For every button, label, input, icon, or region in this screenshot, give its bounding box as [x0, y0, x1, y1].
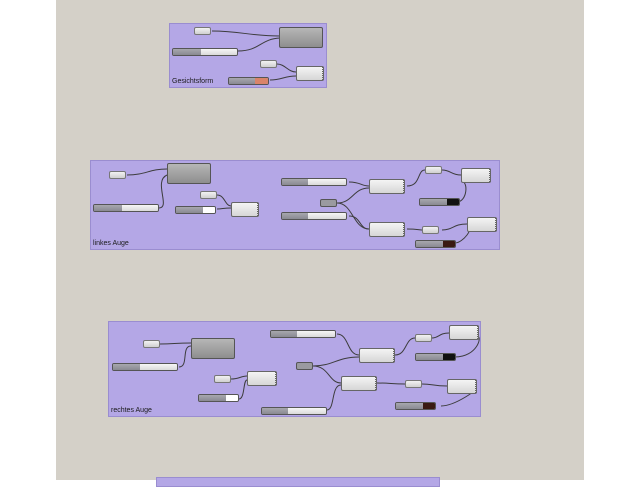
- param-node[interactable]: [109, 171, 126, 179]
- group-label: rechtes Auge: [111, 407, 152, 414]
- color-slider[interactable]: [415, 353, 456, 361]
- group-linkes-auge[interactable]: linkes Auge: [90, 160, 500, 250]
- relay-node[interactable]: [320, 199, 337, 207]
- color-swatch: [443, 354, 455, 360]
- color-swatch: [255, 78, 268, 84]
- color-slider[interactable]: [228, 77, 269, 85]
- component-node[interactable]: [279, 27, 323, 48]
- color-swatch: [447, 199, 459, 205]
- color-slider[interactable]: [419, 198, 460, 206]
- color-swatch: [443, 241, 455, 247]
- number-slider[interactable]: [93, 204, 159, 212]
- number-slider[interactable]: [281, 178, 347, 186]
- color-slider[interactable]: [175, 206, 216, 214]
- number-slider[interactable]: [261, 407, 327, 415]
- output-panel[interactable]: [296, 66, 324, 81]
- param-node[interactable]: [422, 226, 439, 234]
- color-swatch: [203, 207, 215, 213]
- component-node[interactable]: [191, 338, 235, 359]
- output-panel[interactable]: [341, 376, 377, 391]
- group-partial[interactable]: [156, 477, 440, 487]
- color-swatch: [226, 395, 238, 401]
- param-node[interactable]: [425, 166, 442, 174]
- param-node[interactable]: [214, 375, 231, 383]
- number-slider[interactable]: [172, 48, 238, 56]
- node-canvas[interactable]: Gesichtsform: [56, 0, 584, 487]
- output-panel[interactable]: [231, 202, 259, 217]
- output-panel[interactable]: [369, 222, 405, 237]
- number-slider[interactable]: [270, 330, 336, 338]
- group-rechtes-auge[interactable]: rechtes Auge: [108, 321, 481, 417]
- color-slider[interactable]: [395, 402, 436, 410]
- param-node[interactable]: [200, 191, 217, 199]
- output-panel[interactable]: [247, 371, 277, 386]
- output-panel[interactable]: [447, 379, 477, 394]
- relay-node[interactable]: [296, 362, 313, 370]
- output-panel[interactable]: [467, 217, 497, 232]
- color-slider[interactable]: [198, 394, 239, 402]
- output-panel[interactable]: [449, 325, 479, 340]
- number-slider[interactable]: [281, 212, 347, 220]
- number-slider[interactable]: [112, 363, 178, 371]
- group-label: linkes Auge: [93, 240, 129, 247]
- param-node[interactable]: [194, 27, 211, 35]
- param-node[interactable]: [405, 380, 422, 388]
- output-panel[interactable]: [461, 168, 491, 183]
- output-panel[interactable]: [369, 179, 405, 194]
- group-gesichtsform[interactable]: Gesichtsform: [169, 23, 327, 88]
- component-node[interactable]: [167, 163, 211, 184]
- param-node[interactable]: [415, 334, 432, 342]
- output-panel[interactable]: [359, 348, 395, 363]
- color-swatch: [423, 403, 435, 409]
- group-label: Gesichtsform: [172, 78, 214, 85]
- param-node[interactable]: [143, 340, 160, 348]
- color-slider[interactable]: [415, 240, 456, 248]
- param-node[interactable]: [260, 60, 277, 68]
